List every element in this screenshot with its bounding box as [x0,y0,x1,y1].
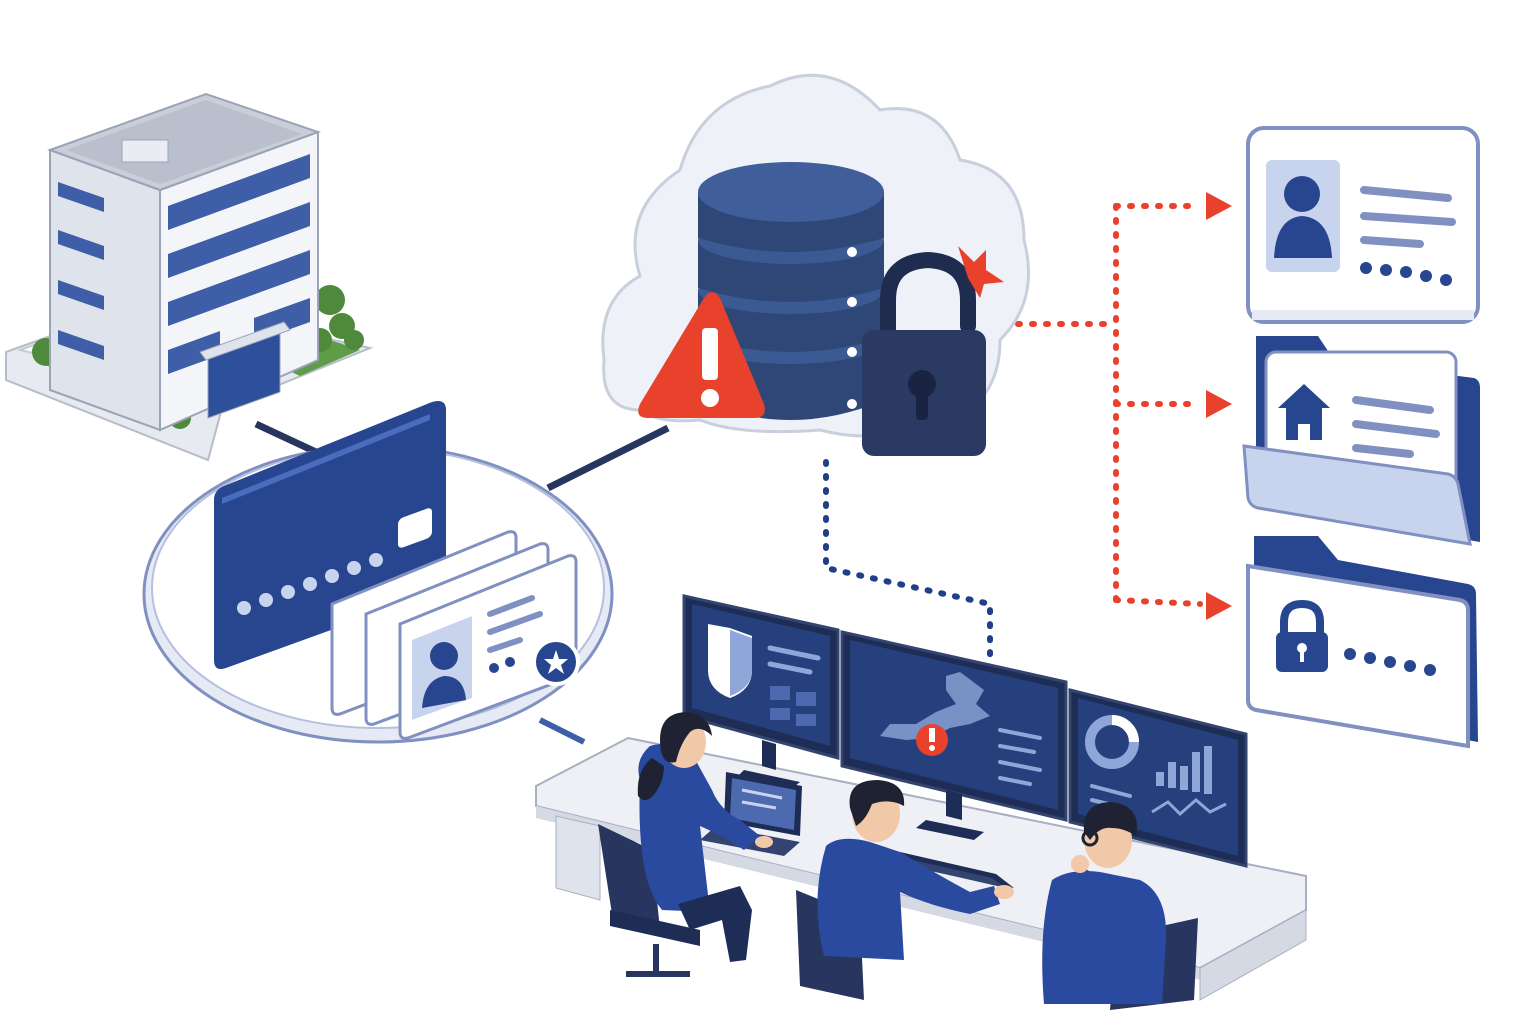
id-cards-stack [330,530,580,740]
alert-spark-icon [958,246,1004,298]
office-building-icon [5,92,374,462]
card-chip [398,508,432,548]
id-card-icon [398,554,580,740]
building-to-cards-line [254,420,318,456]
operator-right [1042,802,1198,1010]
keyboard-icon [900,852,1014,888]
lock-folder-icon [1246,536,1478,749]
alert-map-dashboard-icon [840,630,1068,840]
warning-triangle-icon [638,292,765,418]
leak-line-to-password [1113,597,1203,607]
database-to-soc-dotted-line [823,459,993,663]
connectors [254,192,1232,745]
cards-to-desk-line [538,717,586,745]
operator-left [598,712,773,977]
arrowhead-password [1206,592,1232,620]
operator-center [796,780,1014,1000]
id-photo-head [430,642,458,670]
profile-card-icon [1246,126,1480,324]
shield-dashboard-icon [682,594,840,790]
home-folder-icon [1242,336,1480,546]
arrowhead-profile [1206,192,1232,220]
unlocked-padlock-icon [862,246,1004,456]
cards-to-database-line [546,424,670,492]
arrowhead-address [1206,390,1232,418]
